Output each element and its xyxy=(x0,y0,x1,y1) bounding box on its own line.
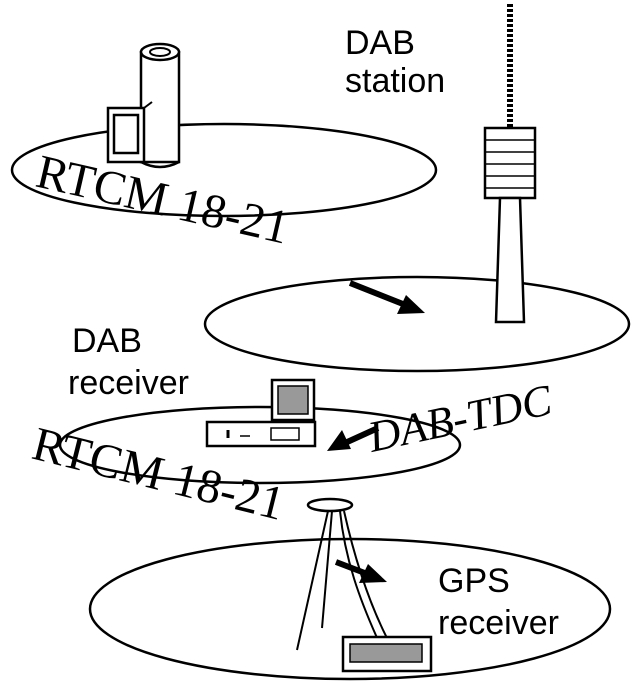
gps-receiver-device-icon xyxy=(341,635,433,673)
dab-station-label-line1: DAB xyxy=(345,24,415,62)
dab-receiver-computer-icon xyxy=(205,378,317,448)
dab-receiver-ellipse xyxy=(58,405,462,485)
reference-station-tower-icon xyxy=(106,42,181,169)
gps-receiver-label-line2: receiver xyxy=(438,604,559,642)
arrow-to-dab-station xyxy=(348,280,425,314)
dab-station-ellipse xyxy=(203,275,631,373)
arrow-to-dab-receiver xyxy=(327,425,380,451)
dab-transmitter-mast-icon xyxy=(483,4,537,324)
dab-receiver-label-line2: receiver xyxy=(68,364,189,402)
dab-receiver-label-line1: DAB xyxy=(72,322,142,360)
gps-receiver-label-line1: GPS xyxy=(438,562,510,600)
arrow-to-gps-receiver xyxy=(334,559,387,583)
dab-station-label-line2: station xyxy=(345,62,445,100)
gps-antenna-tripod-icon xyxy=(296,497,389,651)
reference-station-ellipse xyxy=(10,122,438,218)
